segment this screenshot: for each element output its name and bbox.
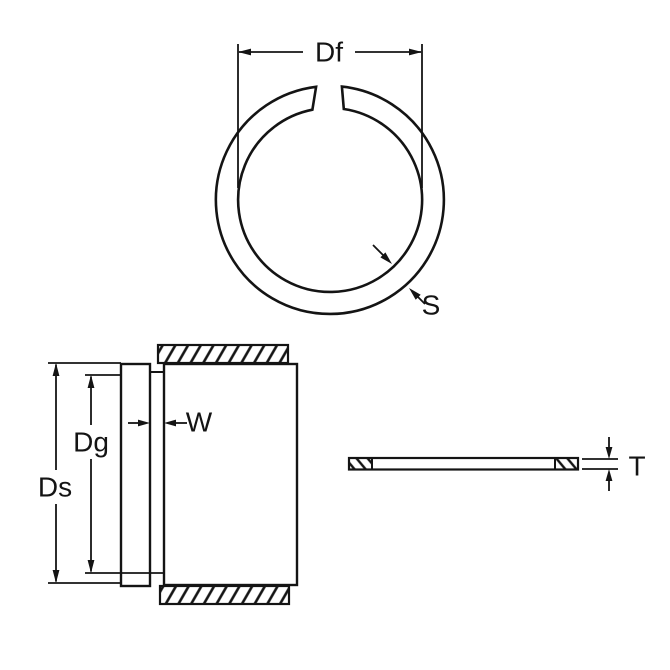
ds-label: Ds: [38, 472, 72, 503]
w-arrow-right-icon: [164, 419, 176, 427]
df-dimension: [237, 44, 423, 188]
t-arrow-down-icon: [605, 447, 613, 459]
strip-hatch-left: [348, 457, 373, 471]
shaft-body: [162, 362, 299, 587]
strip-hatch-right: [554, 457, 579, 471]
s-annotation: [372, 244, 426, 305]
ring-edge-view: [347, 456, 580, 471]
ring-edge-strip: [347, 456, 580, 471]
t-dimension: [582, 437, 618, 491]
w-dimension: [128, 419, 187, 427]
df-label: Df: [315, 37, 343, 68]
s-outer-arrow-icon: [409, 288, 421, 300]
ds-arrow-down-icon: [52, 570, 60, 583]
dg-arrow-up-icon: [87, 375, 95, 388]
s-inner-arrow-line: [372, 244, 384, 256]
ds-arrow-up-icon: [52, 363, 60, 376]
t-label: T: [628, 451, 645, 482]
dg-label: Dg: [73, 427, 109, 458]
df-arrow-left-icon: [238, 48, 251, 56]
ring-front-view: [214, 85, 446, 316]
t-arrow-up-icon: [605, 469, 613, 481]
s-label: S: [422, 290, 441, 321]
s-inner-arrow-icon: [380, 252, 392, 264]
dg-arrow-down-icon: [87, 560, 95, 573]
ring-outline: [214, 85, 446, 316]
dg-dimension: [85, 374, 121, 573]
w-arrow-left-icon: [138, 419, 150, 427]
housing-hatch-top: [156, 343, 290, 365]
w-label: W: [186, 407, 213, 438]
installed-section-view: [85, 343, 299, 606]
ring-cross-section: [119, 362, 152, 588]
ds-dimension: [48, 362, 121, 584]
housing-hatch-bottom: [158, 584, 291, 606]
df-arrow-right-icon: [409, 48, 422, 56]
